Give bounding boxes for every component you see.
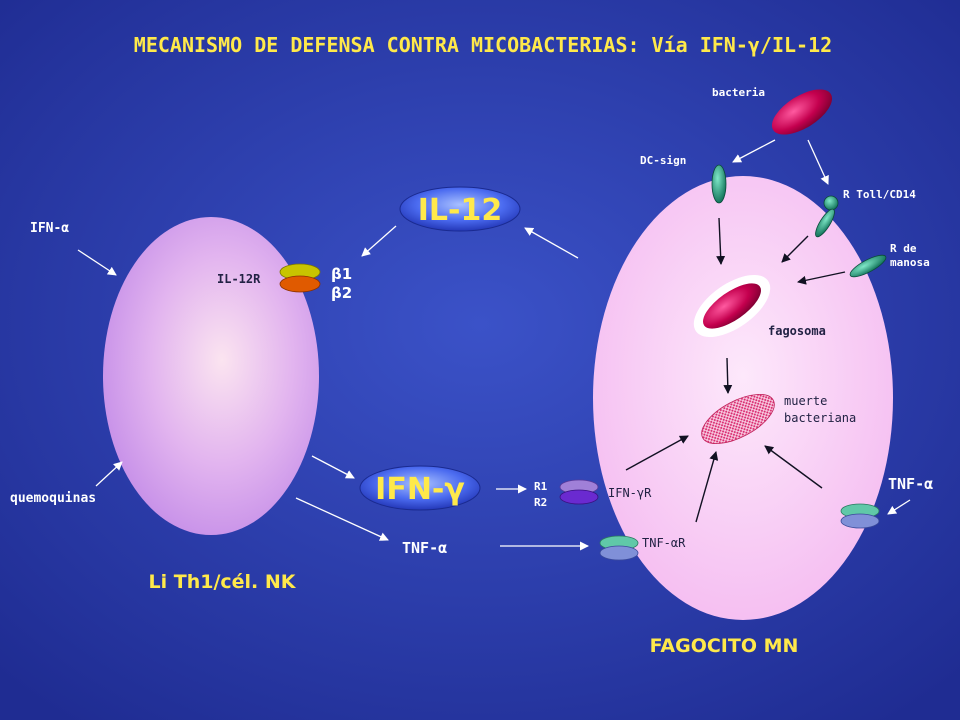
phagocyte-caption: FAGOCITO MN [650, 635, 799, 657]
tnf-alpha-left-label: TNF-α [402, 539, 447, 557]
bacterial-death-label-2: bacteriana [784, 411, 856, 425]
right-tnfr-to-death-arrow [764, 445, 823, 489]
chemokines-label: quemoquinas [10, 491, 96, 506]
il12-bubble [399, 186, 521, 232]
phagosome-label: fagosoma [768, 324, 826, 338]
ifngr-r1-label: R1 [534, 480, 548, 493]
toll-to-phagosome-arrow [781, 235, 809, 263]
mannose-receptor [849, 254, 887, 278]
toll-receptor-head [823, 195, 839, 211]
ifngr-label: IFN-γR [608, 486, 652, 500]
mannose-receptor-label-1: R de [890, 242, 917, 255]
bacterial-death-label-1: muerte [784, 394, 827, 408]
bacteria-to-dcsign-arrow [732, 139, 776, 163]
toll-receptor-body [815, 208, 835, 238]
chemokines-arrow [95, 461, 123, 487]
ifn-alpha-arrow [77, 249, 117, 276]
il12-label: IL-12 [418, 193, 502, 228]
ifn-gamma-label: IFN-γ [375, 472, 465, 507]
dead-bacteria [701, 393, 775, 445]
beta2-label: β2 [331, 284, 352, 302]
th1-nk-caption: Li Th1/cél. NK [149, 571, 297, 593]
dcsign-to-phagosome-arrow [716, 217, 726, 265]
toll-receptor-label: R Toll/CD14 [843, 188, 916, 201]
ifngr-to-death-arrow [625, 435, 689, 471]
il12-receptor-label: IL-12R [217, 272, 261, 286]
dc-sign-receptor [711, 164, 727, 204]
tnfar-subunit-bottom [599, 545, 639, 561]
il12-to-receptor-arrow [361, 225, 397, 257]
th1-nk-cell [103, 217, 319, 535]
tnfar-label: TNF-αR [642, 536, 686, 550]
bacteria-to-toll-arrow [807, 139, 829, 185]
tnfar-to-death-arrow [695, 451, 719, 523]
tnf-alpha-right-label: TNF-α [888, 475, 933, 493]
phagosome-bacteria [703, 283, 761, 329]
bacteria-label: bacteria [712, 86, 765, 99]
tnf-alpha-right-arrow [887, 499, 911, 515]
mannose-to-phagosome-arrow [797, 271, 846, 285]
right-tnfr-subunit-bottom [840, 513, 880, 529]
mannose-receptor-label-2: manosa [890, 256, 930, 269]
il12r-beta2-subunit [279, 275, 321, 293]
ifngr-r2-subunit [559, 489, 599, 505]
cell-to-tnf-alpha-arrow [295, 497, 389, 541]
ifn-gamma-bubble [359, 465, 481, 511]
page-title: MECANISMO DE DEFENSA CONTRA MICOBACTERIA… [134, 33, 832, 57]
il12-from-phagocyte-arrow [524, 227, 579, 259]
bacteria-shape [771, 89, 833, 135]
beta1-label: β1 [331, 265, 352, 283]
phagosome-to-death-arrow [723, 357, 733, 394]
ifngr-r2-label: R2 [534, 496, 547, 509]
cell-to-ifn-gamma-arrow [311, 455, 355, 479]
dc-sign-label: DC-sign [640, 154, 686, 167]
ifn-alpha-label: IFN-α [30, 221, 69, 236]
